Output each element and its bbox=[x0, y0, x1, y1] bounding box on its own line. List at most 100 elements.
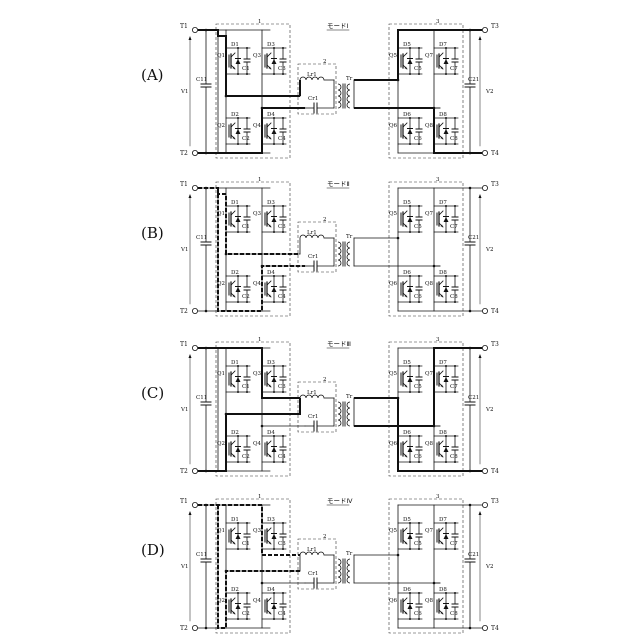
transistor-label: Q8 bbox=[425, 598, 434, 604]
capacitor-label: C1 bbox=[242, 541, 250, 547]
capacitor-label: C11 bbox=[196, 552, 207, 558]
capacitor-label: C3 bbox=[278, 224, 286, 230]
junction-dot bbox=[409, 231, 411, 233]
junction-dot bbox=[246, 231, 248, 233]
diode-label: D7 bbox=[439, 517, 447, 523]
junction-dot bbox=[418, 618, 420, 620]
junction-dot bbox=[246, 548, 248, 550]
voltage-arrow bbox=[189, 194, 192, 198]
junction-dot bbox=[469, 504, 472, 507]
diode-label: D6 bbox=[403, 270, 411, 276]
current-path bbox=[198, 30, 300, 96]
capacitor-label: C8 bbox=[450, 611, 458, 617]
junction-dot bbox=[454, 47, 456, 49]
switch-cell: Q7D7C7 bbox=[425, 200, 458, 233]
switch-cell: Q8D8C8 bbox=[425, 112, 458, 145]
junction-dot bbox=[418, 73, 420, 75]
switch-cell: Q4D4C4 bbox=[253, 270, 286, 303]
switch-cell: Q6D6C6 bbox=[389, 112, 422, 145]
diode-symbol bbox=[408, 534, 413, 539]
diode-label: D2 bbox=[231, 587, 239, 593]
diode-symbol bbox=[408, 217, 413, 222]
capacitor-label: C3 bbox=[278, 541, 286, 547]
diode-symbol bbox=[444, 447, 449, 452]
junction-dot bbox=[454, 435, 456, 437]
junction-dot bbox=[246, 365, 248, 367]
capacitor-label: Cr1 bbox=[308, 96, 318, 102]
diode-label: D5 bbox=[403, 360, 411, 366]
current-path bbox=[198, 398, 300, 471]
transistor-label: Q6 bbox=[389, 281, 398, 287]
junction-dot bbox=[418, 522, 420, 524]
switch-cell: Q6D6C6 bbox=[389, 270, 422, 303]
capacitor-label: C1 bbox=[242, 224, 250, 230]
capacitor-label: C2 bbox=[242, 294, 250, 300]
terminal-t2 bbox=[192, 468, 197, 473]
junction-dot bbox=[418, 592, 420, 594]
voltage-label: V2 bbox=[485, 247, 493, 253]
diode-symbol bbox=[444, 59, 449, 64]
junction-dot bbox=[273, 143, 275, 145]
switch-cell: Q4D4C4 bbox=[253, 430, 286, 463]
capacitor-label: C4 bbox=[278, 454, 286, 460]
transistor-label: Q6 bbox=[389, 441, 398, 447]
switch-cell: Q2D2C2 bbox=[217, 270, 250, 303]
voltage-arrow bbox=[479, 511, 482, 515]
junction-dot bbox=[246, 205, 248, 207]
junction-dot bbox=[418, 365, 420, 367]
capacitor-label: C21 bbox=[468, 235, 479, 241]
voltage-arrow bbox=[189, 36, 192, 40]
transistor-label: Q3 bbox=[253, 211, 262, 217]
switch-cell: Q7D7C7 bbox=[425, 42, 458, 75]
junction-dot bbox=[445, 231, 447, 233]
capacitor-label: C11 bbox=[196, 395, 207, 401]
capacitor-label: C6 bbox=[414, 454, 422, 460]
diode-label: D1 bbox=[231, 200, 239, 206]
inductor-label: Lr1 bbox=[307, 72, 317, 78]
switch-cell: Q1D1C1 bbox=[217, 42, 250, 75]
switch-cell: Q3D3C3 bbox=[253, 200, 286, 233]
block-number: 3 bbox=[436, 494, 440, 500]
junction-dot bbox=[418, 143, 420, 145]
capacitor-label: C4 bbox=[278, 611, 286, 617]
diode-symbol bbox=[408, 377, 413, 382]
junction-dot bbox=[282, 205, 284, 207]
transistor-label: Q8 bbox=[425, 123, 434, 129]
panel-label: (D) bbox=[141, 541, 165, 559]
inductor-label: Lr1 bbox=[307, 547, 317, 553]
junction-dot bbox=[237, 618, 239, 620]
transformer-label: Tr bbox=[346, 76, 353, 82]
transistor-label: Q6 bbox=[389, 598, 398, 604]
block-number: 1 bbox=[258, 337, 262, 343]
transistor-label: Q3 bbox=[253, 528, 262, 534]
diode-symbol bbox=[272, 604, 277, 609]
terminal-label: T1 bbox=[180, 23, 188, 30]
transistor-label: Q2 bbox=[217, 441, 225, 447]
junction-dot bbox=[237, 73, 239, 75]
diode-label: D6 bbox=[403, 112, 411, 118]
diode-symbol bbox=[408, 129, 413, 134]
voltage-arrow bbox=[189, 354, 192, 358]
junction-dot bbox=[282, 47, 284, 49]
diode-symbol bbox=[236, 59, 241, 64]
terminal-label: T2 bbox=[180, 308, 188, 315]
primary-winding bbox=[338, 559, 341, 583]
switch-cell: Q5D5C5 bbox=[389, 517, 422, 550]
diode-label: D8 bbox=[439, 112, 447, 118]
terminal-label: T3 bbox=[491, 181, 499, 188]
junction-dot bbox=[397, 237, 400, 240]
block-number: 1 bbox=[258, 494, 262, 500]
junction-dot bbox=[418, 548, 420, 550]
junction-dot bbox=[246, 618, 248, 620]
junction-dot bbox=[454, 548, 456, 550]
secondary-winding bbox=[347, 402, 350, 426]
secondary-winding bbox=[347, 84, 350, 108]
diode-label: D4 bbox=[267, 112, 275, 118]
junction-dot bbox=[454, 391, 456, 393]
transistor-label: Q6 bbox=[389, 123, 398, 129]
switch-cell: Q5D5C5 bbox=[389, 360, 422, 393]
switch-cell: Q4D4C4 bbox=[253, 112, 286, 145]
junction-dot bbox=[282, 275, 284, 277]
transformer-label: Tr bbox=[346, 551, 353, 557]
